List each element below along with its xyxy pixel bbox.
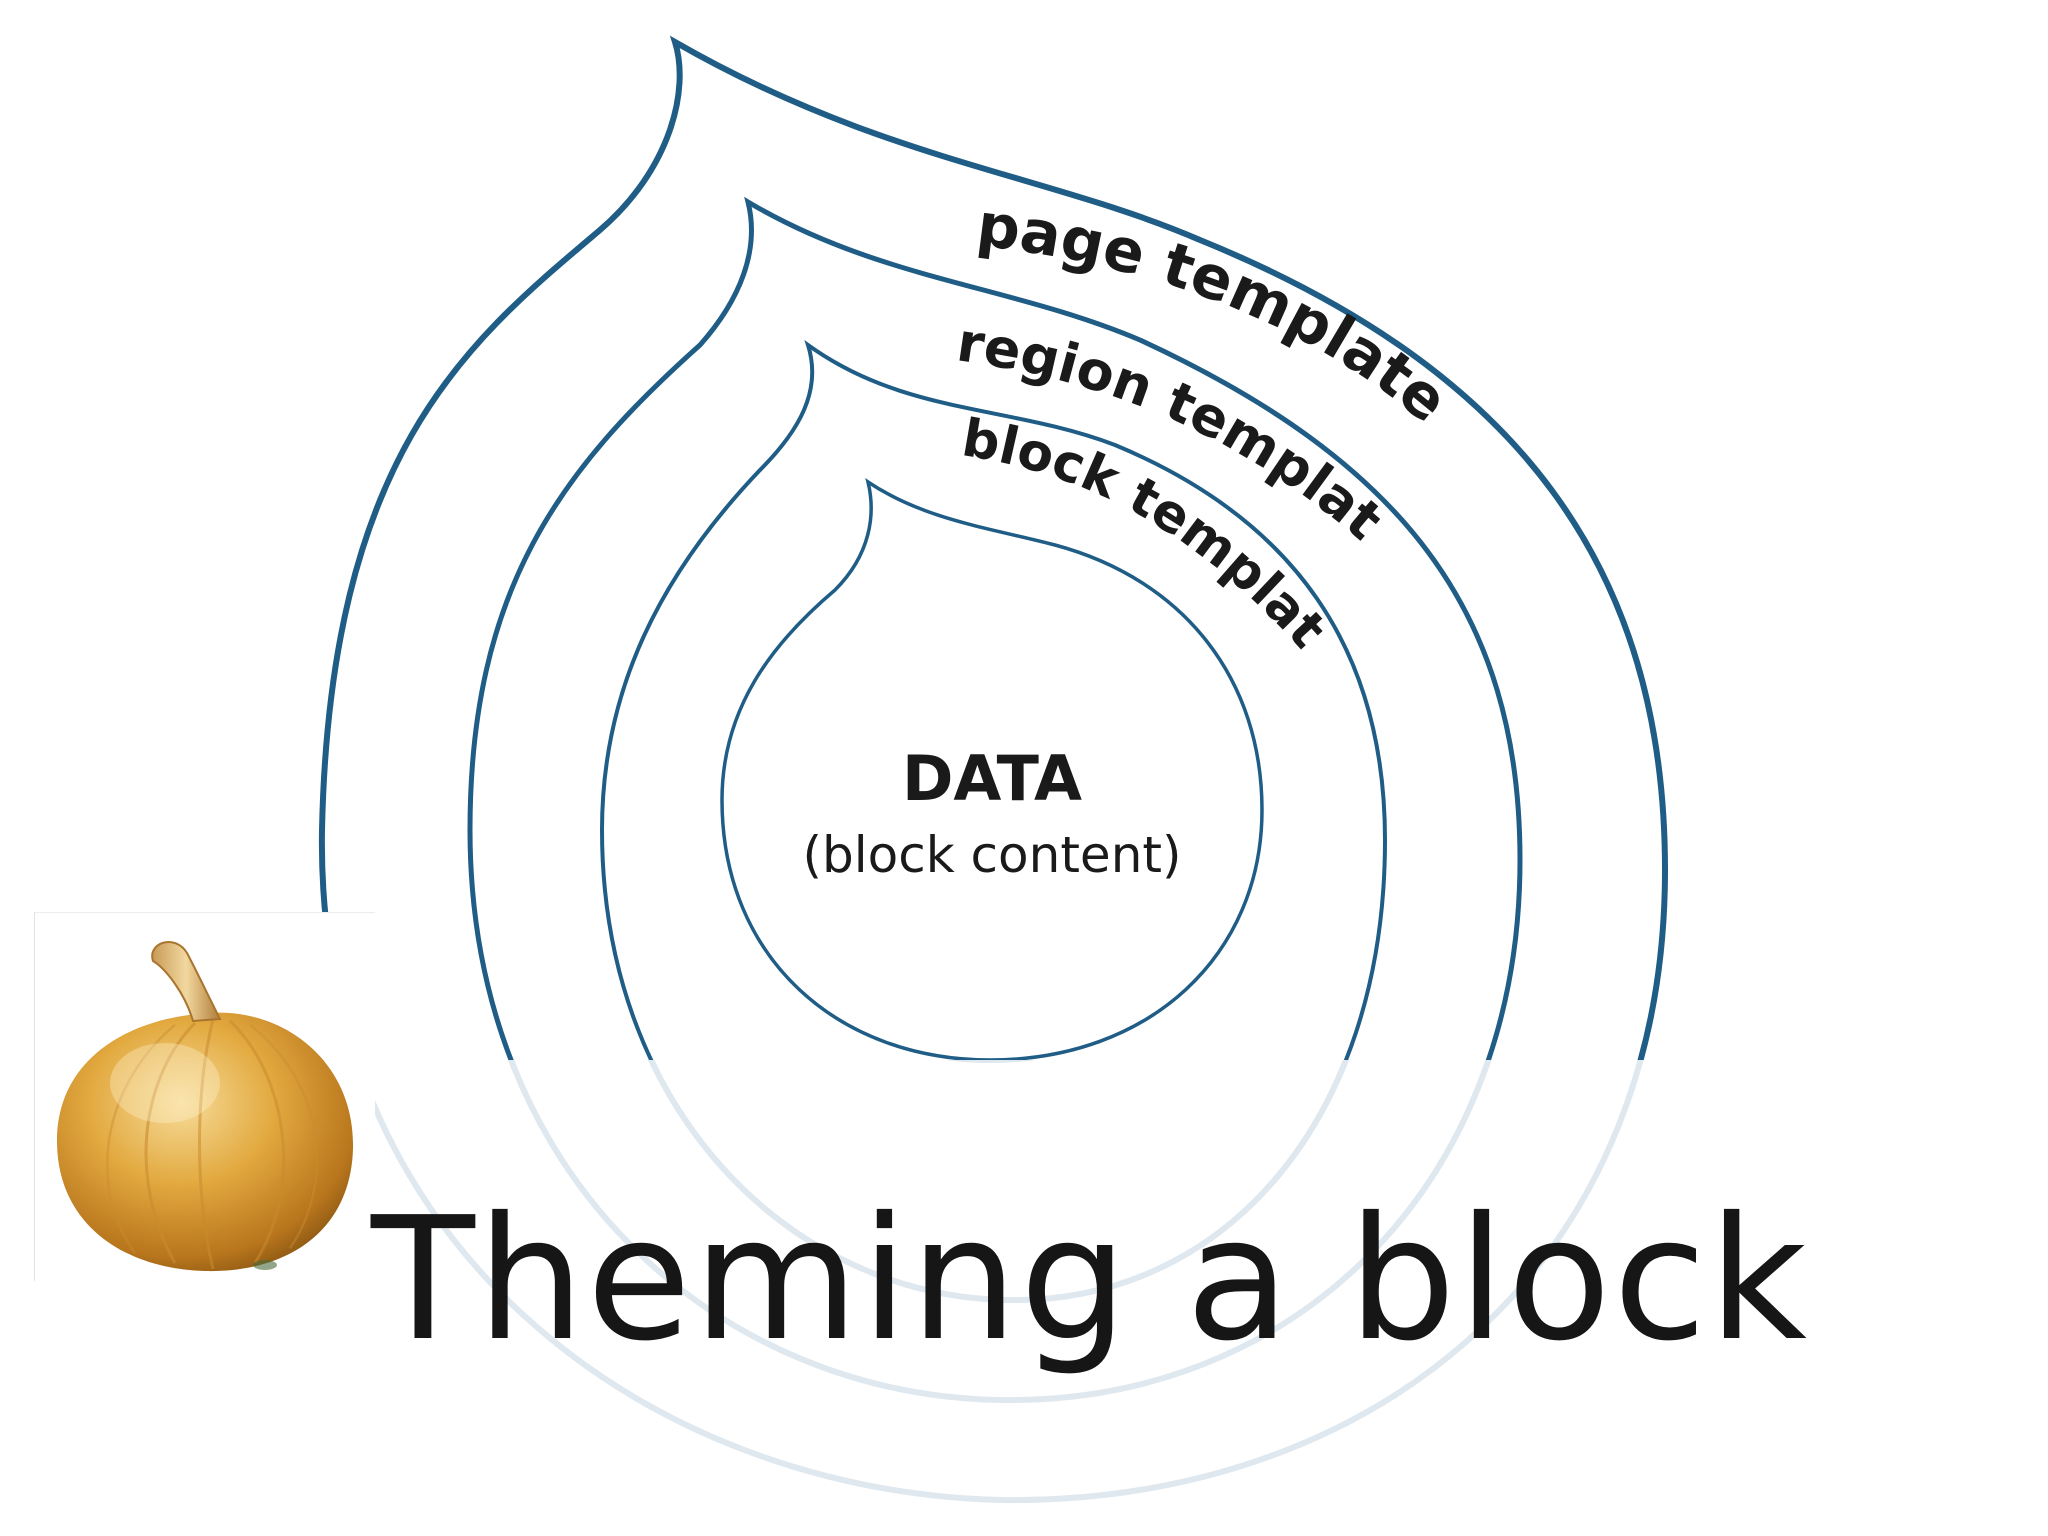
faded-drop-bottoms (353, 1060, 1644, 1504)
onion-illustration (34, 912, 375, 1281)
region-template-drop (467, 196, 1523, 1060)
data-core-drop (720, 478, 1264, 1060)
data-core-title: DATA (902, 742, 1082, 815)
onion-icon (57, 941, 354, 1272)
template-drops (318, 35, 1669, 1060)
data-core-subtitle: (block content) (802, 826, 1181, 884)
slide-title: Theming a block (371, 1181, 1809, 1379)
block-template-label: block template (0, 0, 1337, 660)
page-template-drop (318, 35, 1669, 1060)
block-template-drop (599, 339, 1388, 1060)
